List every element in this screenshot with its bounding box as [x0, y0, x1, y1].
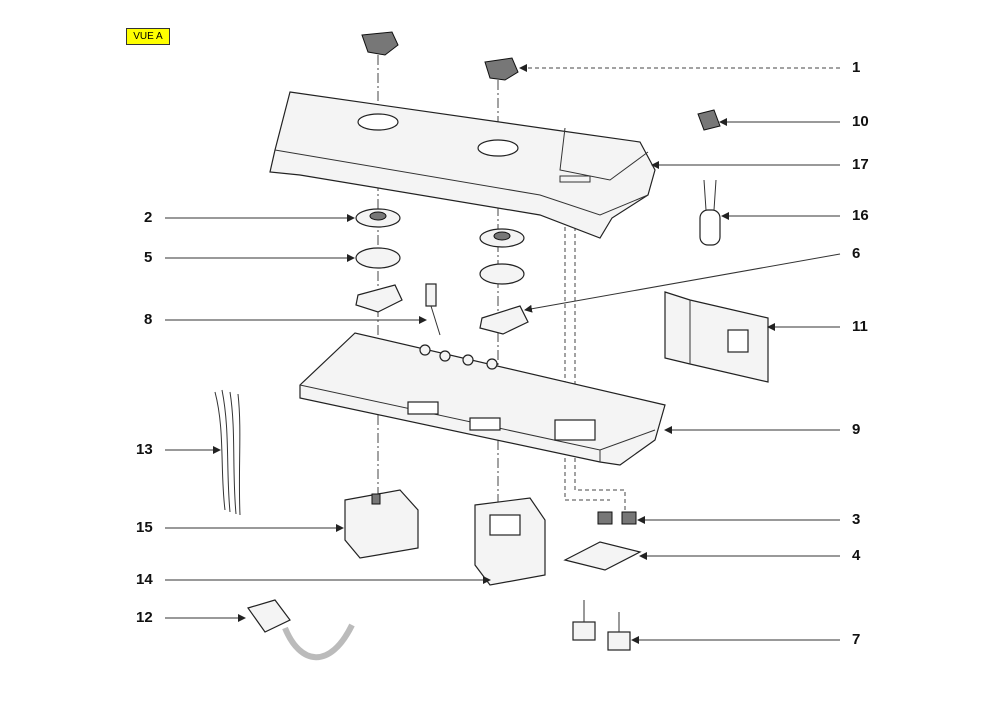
- top-cover-part: [269, 91, 656, 239]
- knob-left-part: [361, 31, 399, 56]
- bracket-part: [664, 291, 769, 383]
- callout-11: 11: [852, 318, 868, 335]
- callout-12: 12: [136, 609, 153, 626]
- cam-6-part: [355, 284, 529, 335]
- disc-2-part: [355, 208, 525, 248]
- view-label-badge: VUE A: [126, 28, 170, 45]
- switch-guide-lines: [564, 150, 626, 510]
- clip-part: [697, 109, 721, 131]
- wiring-harness-part: [214, 389, 241, 516]
- timer-motor-part: [344, 489, 419, 559]
- leader-lines: [165, 64, 841, 644]
- callout-9: 9: [852, 421, 861, 438]
- callout-1: 1: [852, 59, 861, 76]
- knob-right-part: [484, 57, 519, 81]
- callout-4: 4: [852, 547, 861, 564]
- lamp-part: [425, 283, 441, 336]
- power-cord-part: [247, 599, 355, 661]
- callout-16: 16: [852, 207, 869, 224]
- callout-5: 5: [144, 249, 153, 266]
- callout-17: 17: [852, 156, 869, 173]
- callout-13: 13: [136, 441, 153, 458]
- control-board-part: [299, 332, 666, 466]
- callout-2: 2: [144, 209, 153, 226]
- callout-3: 3: [852, 511, 861, 528]
- callout-10: 10: [852, 113, 869, 130]
- callout-7: 7: [852, 631, 861, 648]
- switch-plate-part: [563, 541, 642, 571]
- callout-15: 15: [136, 519, 153, 536]
- callout-6: 6: [852, 245, 861, 262]
- disc-5-part: [355, 247, 525, 285]
- push-buttons-part: [597, 511, 637, 525]
- programmer-part: [474, 497, 546, 586]
- callout-8: 8: [144, 311, 153, 328]
- potentiometers-part: [572, 600, 631, 651]
- capacitor-part: [699, 179, 721, 246]
- callout-14: 14: [136, 571, 153, 588]
